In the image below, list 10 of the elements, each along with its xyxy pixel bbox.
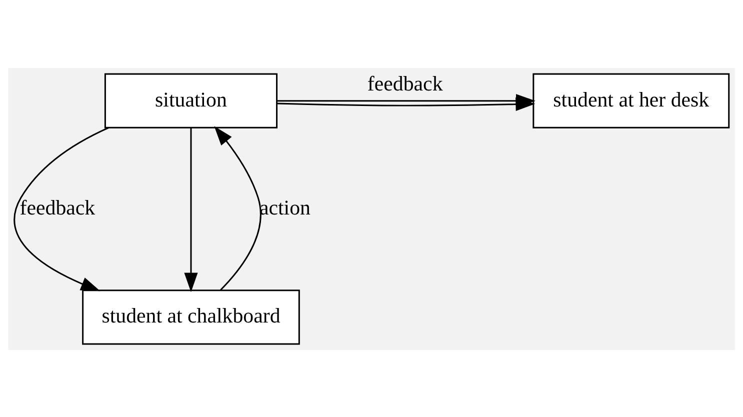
- node-box: student at chalkboard: [82, 289, 300, 344]
- arrow: [276, 96, 536, 111]
- edge-label: feedback: [20, 195, 96, 220]
- edge-label: action: [259, 195, 310, 220]
- node-box: situation: [104, 72, 278, 128]
- node-box: student at her desk: [532, 72, 730, 128]
- arrow: [214, 126, 262, 290]
- arrow: [184, 128, 198, 292]
- edge-label: feedback: [367, 71, 443, 96]
- arrow: [14, 126, 110, 291]
